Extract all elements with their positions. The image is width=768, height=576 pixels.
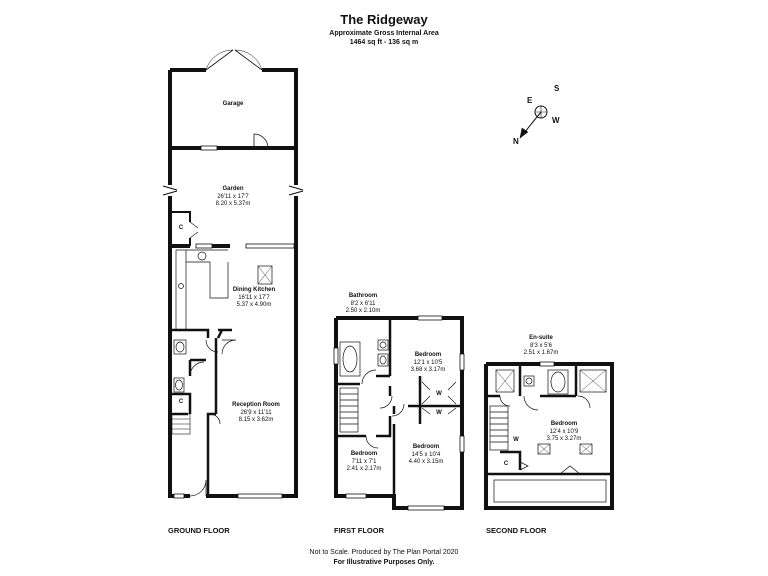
bedroom-c-label: Bedroom 7'11 x 7'1 2.41 x 2.17m (346, 451, 382, 472)
ground-floor-title: GROUND FLOOR (168, 526, 230, 535)
compass-rose (519, 105, 548, 139)
compass-west: W (552, 116, 560, 125)
compass-north: N (513, 137, 519, 146)
hall-cupboard-label: C (178, 399, 184, 405)
dining-kitchen-label: Dining Kitchen 16'11 x 17'7 5.37 x 4.90m (232, 287, 276, 308)
garden-label: Garden 26'11 x 17'7 8.20 x 5.37m (215, 186, 251, 207)
ensuite-label: En-suite 8'3 x 5'6 2.51 x 1.67m (523, 335, 559, 356)
footer-disclaimer: Not to Scale. Produced by The Plan Porta… (309, 549, 459, 556)
garden-cupboard-label: C (178, 225, 184, 231)
wardrobe-1-label: W (436, 391, 442, 397)
second-cupboard-label: C (503, 461, 509, 467)
footer-note: For Illustrative Purposes Only. (333, 559, 435, 566)
page-title: The Ridgeway (340, 12, 428, 27)
first-floor-title: FIRST FLOOR (334, 526, 384, 535)
bedroom-b-label: Bedroom 14'5 x 10'4 4.40 x 3.15m (408, 444, 444, 465)
wardrobe-2-label: W (436, 410, 442, 416)
garage-label: Garage (222, 101, 244, 107)
reception-room-label: Reception Room 26'9 x 11'11 8.15 x 3.62m (232, 402, 280, 423)
garage-doors (205, 49, 263, 71)
second-bedroom-label: Bedroom 12'4 x 10'9 3.75 x 3.27m (546, 421, 582, 442)
compass-south: S (554, 84, 560, 93)
second-floor-walls (484, 362, 614, 510)
first-floor-walls (334, 316, 464, 510)
second-wardrobe-label: W (513, 437, 519, 443)
bedroom-a-label: Bedroom 12'1 x 10'5 3.68 x 3.17m (410, 352, 446, 373)
ground-floor-walls (168, 68, 298, 498)
compass-east: E (527, 96, 533, 105)
area-value: 1464 sq ft - 136 sq m (349, 39, 419, 46)
second-floor-title: SECOND FLOOR (486, 526, 547, 535)
area-subtitle: Approximate Gross Internal Area (329, 30, 439, 37)
bathroom-label: Bathroom 8'2 x 6'11 2.50 x 2.10m (345, 293, 381, 314)
